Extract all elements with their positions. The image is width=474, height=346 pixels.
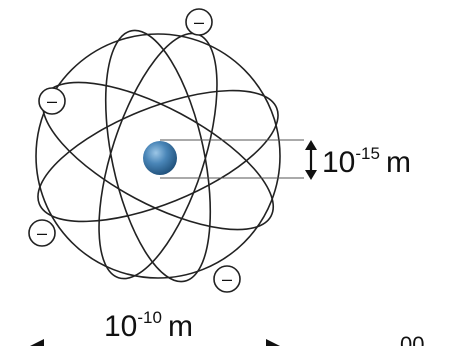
svg-text:–: – [222, 269, 232, 289]
orbit-ellipse-3 [104, 29, 212, 283]
electron: – [185, 8, 213, 36]
outer-orbit [35, 33, 281, 279]
atom-width-arrow-left [30, 339, 44, 346]
nucleus-size-arrow [305, 140, 317, 180]
electron: – [213, 265, 241, 293]
nucleus-guide-lines [160, 139, 304, 179]
electron: – [38, 87, 66, 115]
atom-width-arrow [30, 339, 280, 346]
electrons: – – – – [28, 8, 241, 293]
svg-text:–: – [194, 12, 204, 32]
atom-width-arrow-right [266, 339, 280, 346]
electron: – [28, 219, 56, 247]
orbits [35, 29, 281, 283]
svg-text:–: – [37, 223, 47, 243]
orbit-ellipse-1 [37, 89, 279, 223]
svg-text:–: – [47, 91, 57, 111]
partial-label-bottom-right: 00 [400, 332, 424, 346]
nucleus [143, 141, 177, 175]
